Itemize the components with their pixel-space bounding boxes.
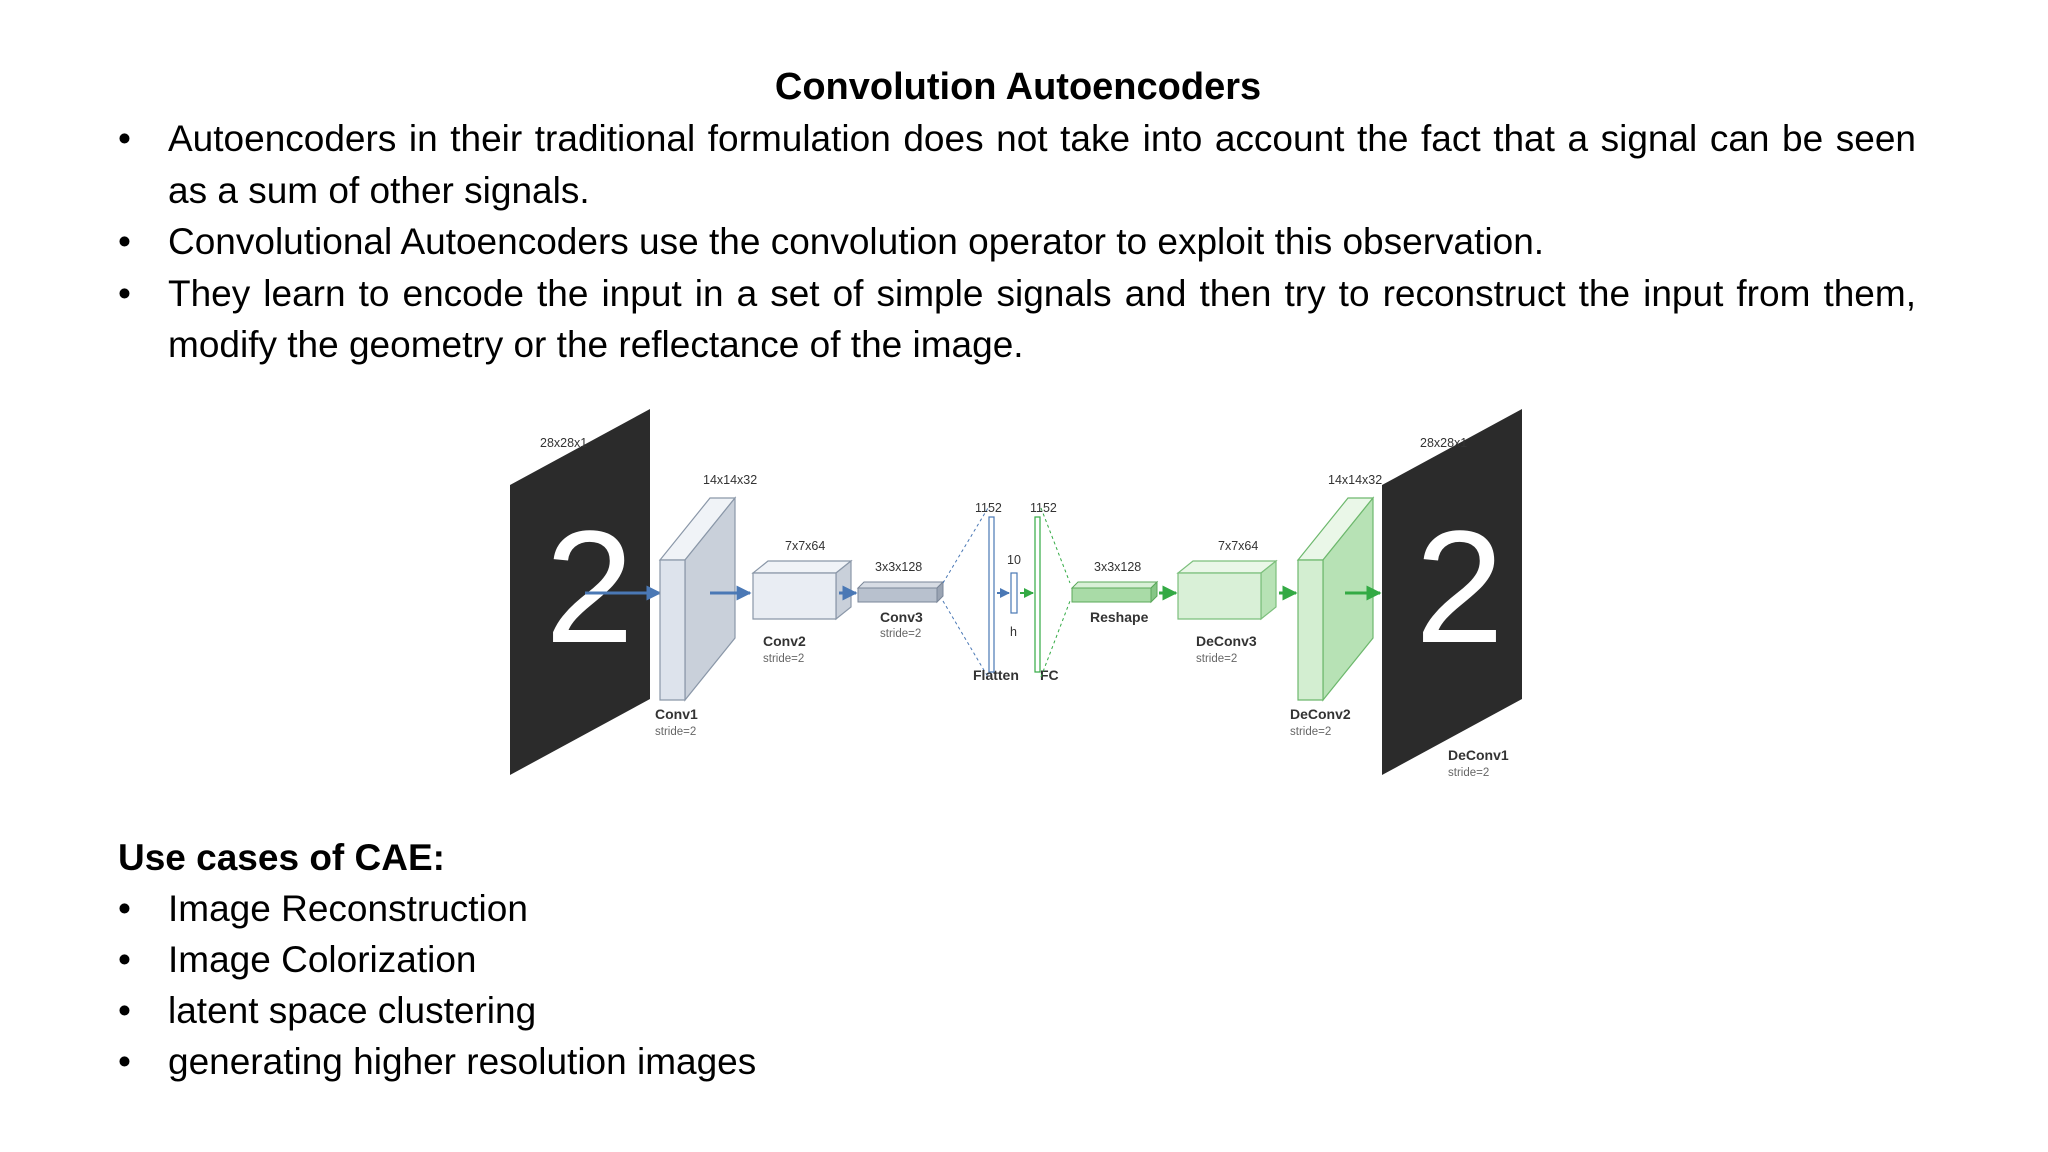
bullet-item: • Autoencoders in their traditional formu…	[118, 113, 1916, 216]
bullet-item: • They learn to encode the input in a set…	[118, 268, 1916, 371]
deconv1-stride-label: stride=2	[1448, 767, 1489, 779]
flatten-fan	[942, 600, 989, 678]
flatten-layer	[988, 516, 995, 673]
usecase-text: Image Reconstruction	[168, 888, 528, 929]
bullet-marker: •	[118, 939, 131, 980]
deconv2-size-label: 14x14x32	[1328, 473, 1382, 487]
fc-layer	[1034, 516, 1041, 673]
flatten-fan	[942, 507, 989, 584]
reshape-block	[1070, 580, 1159, 604]
input-image	[510, 409, 650, 775]
bullet-marker: •	[118, 990, 131, 1031]
conv3-stride-label: stride=2	[880, 628, 921, 640]
cae-architecture-diagram: 2 28x28x1 14x14x32 Conv1 stride=2 7x7x64…	[510, 409, 1522, 779]
bullet-marker: •	[118, 888, 131, 929]
latent-name-label: h	[1010, 625, 1017, 639]
deconv3-stride-label: stride=2	[1196, 653, 1237, 665]
deconv3-block	[1176, 559, 1278, 621]
flatten-name-label: Flatten	[973, 667, 1019, 683]
output-size-label: 28x28x1	[1420, 436, 1467, 450]
deconv3-size-label: 7x7x64	[1218, 539, 1258, 553]
usecase-text: generating higher resolution images	[168, 1041, 757, 1082]
deconv2-block	[1296, 496, 1375, 702]
conv1-block	[658, 496, 737, 702]
usecases-list: • Image Reconstruction • Image Colorizatio…	[118, 883, 756, 1087]
conv2-size-label: 7x7x64	[785, 539, 825, 553]
intro-bullets: • Autoencoders in their traditional formu…	[118, 113, 1916, 371]
conv2-name-label: Conv2	[763, 633, 806, 649]
bullet-marker: •	[118, 1041, 131, 1082]
usecase-item: • Image Reconstruction	[118, 883, 756, 934]
deconv2-stride-label: stride=2	[1290, 726, 1331, 738]
output-digit: 2	[1415, 497, 1504, 676]
usecases-heading: Use cases of CAE:	[118, 837, 445, 878]
bullet-text: Autoencoders in their traditional formul…	[168, 118, 1916, 211]
fc-size-label: 1152	[1030, 501, 1057, 515]
reshape-size-label: 3x3x128	[1094, 560, 1141, 574]
flatten-size-label: 1152	[975, 501, 1002, 515]
latent-size-label: 10	[1007, 553, 1021, 567]
usecase-text: latent space clustering	[168, 990, 537, 1031]
input-digit: 2	[545, 497, 634, 676]
latent-layer	[1010, 572, 1018, 614]
usecase-item: • latent space clustering	[118, 985, 756, 1036]
input-size-label: 28x28x1	[540, 436, 587, 450]
conv1-name-label: Conv1	[655, 706, 698, 722]
fc-name-label: FC	[1040, 667, 1059, 683]
deconv3-name-label: DeConv3	[1196, 633, 1257, 649]
bullet-item: • Convolutional Autoencoders use the conv…	[118, 216, 1916, 268]
deconv1-name-label: DeConv1	[1448, 747, 1509, 763]
bullet-text: They learn to encode the input in a set …	[168, 272, 1916, 366]
slide-title: Convolution Autoencoders	[774, 66, 1262, 108]
conv2-stride-label: stride=2	[763, 653, 804, 665]
bullet-marker: •	[118, 272, 131, 314]
bullet-text: Convolutional Autoencoders use the convo…	[168, 221, 1545, 262]
conv1-size-label: 14x14x32	[703, 473, 757, 487]
deconv2-name-label: DeConv2	[1290, 706, 1351, 722]
usecase-text: Image Colorization	[168, 939, 477, 980]
bullet-marker: •	[118, 221, 131, 262]
conv3-size-label: 3x3x128	[875, 560, 922, 574]
reshape-name-label: Reshape	[1090, 609, 1149, 625]
output-image	[1382, 409, 1522, 775]
conv1-stride-label: stride=2	[655, 726, 696, 738]
bullet-marker: •	[118, 118, 131, 159]
fc-fan	[1040, 507, 1071, 584]
conv3-name-label: Conv3	[880, 609, 923, 625]
usecase-item: • generating higher resolution images	[118, 1036, 756, 1087]
conv2-block	[751, 559, 853, 621]
conv3-block	[856, 580, 945, 604]
usecase-item: • Image Colorization	[118, 934, 756, 985]
fc-fan	[1040, 600, 1071, 678]
